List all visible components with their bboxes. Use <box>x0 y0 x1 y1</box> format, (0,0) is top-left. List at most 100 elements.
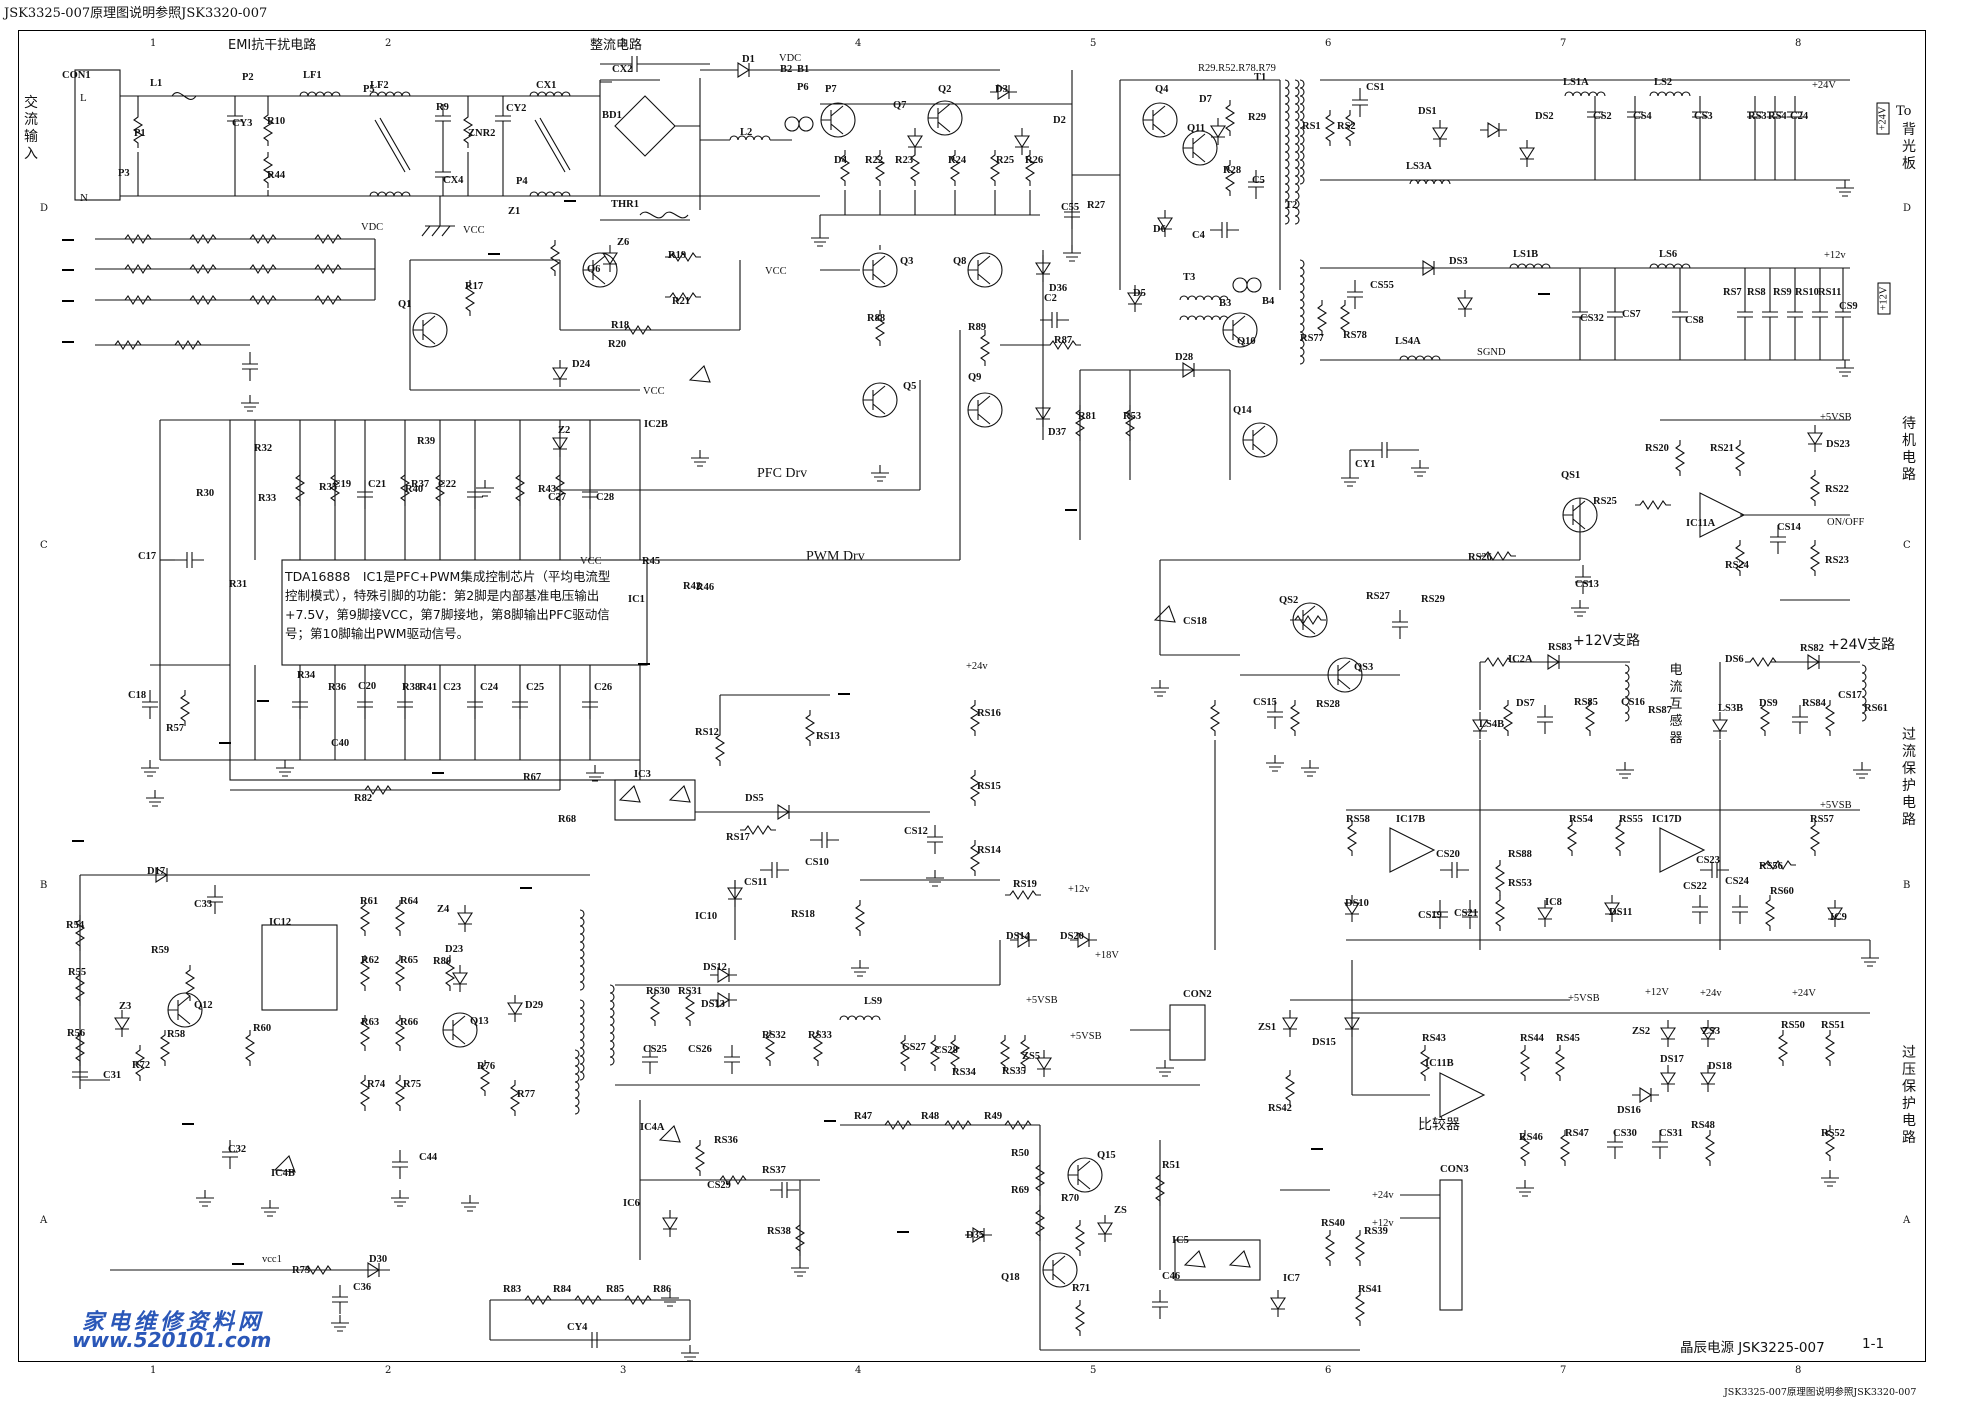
ref-q10: Q10 <box>1237 336 1256 347</box>
ref-cx4: CX4 <box>443 175 464 186</box>
net-tag-f-11 <box>432 772 444 774</box>
ds2-diode <box>1480 121 1507 139</box>
sec12-cap-4 <box>1762 300 1778 329</box>
ref-q1: Q1 <box>398 299 412 310</box>
ref-cs4: CS4 <box>1633 111 1652 122</box>
ref-r27: R27 <box>1087 200 1106 211</box>
net-current-transformer: 电流互感器 <box>1669 663 1683 746</box>
ref-ic11b: IC11B <box>1425 1058 1454 1069</box>
ground-symbol <box>1156 1060 1174 1077</box>
ref-r10: R10 <box>267 116 286 127</box>
ref-ic5: IC5 <box>1172 1235 1189 1246</box>
rs54-resistor <box>1566 820 1578 856</box>
ref-c22: C22 <box>438 479 457 490</box>
transistor-leads <box>413 315 436 345</box>
t2-aux-winding-2 <box>579 999 585 1081</box>
ref-rs13: RS13 <box>816 731 840 742</box>
ref-ls1a: LS1A <box>1563 77 1589 88</box>
cs10-capacitor <box>810 832 839 848</box>
ground-symbol <box>1341 470 1359 487</box>
ref-r88: R88 <box>867 313 886 324</box>
transistor-leads <box>863 385 886 415</box>
ds17-diode <box>1659 1065 1677 1092</box>
r73-resistor <box>300 1264 336 1276</box>
rs44-resistor <box>1519 1045 1531 1081</box>
cs26-capacitor <box>724 1045 740 1074</box>
ref-ic10: IC10 <box>695 911 718 922</box>
ic1-bot-cap-3 <box>467 690 483 719</box>
ref-cs32: CS32 <box>1580 313 1604 324</box>
ref-c33: C33 <box>194 899 213 910</box>
r57-resistor <box>179 690 191 726</box>
ic8-shunt <box>1536 900 1554 927</box>
rs57-resistor <box>1809 820 1821 856</box>
net-tag-q-17 <box>232 1263 244 1265</box>
ref-d35: D35 <box>966 1230 985 1241</box>
r88-resistor <box>874 310 886 346</box>
net-24v-rs51: +24V <box>1792 988 1817 999</box>
ref-c23: C23 <box>443 682 462 693</box>
zs2-zener <box>1659 1020 1677 1047</box>
aux-res-1-0 <box>394 900 406 936</box>
ground-symbol <box>476 480 494 497</box>
t2-secondary <box>1294 79 1300 225</box>
r54-resistor <box>74 915 86 951</box>
schematic-frame <box>18 30 1926 1362</box>
ic17b-opamp <box>1389 827 1436 873</box>
ds15-diode <box>1343 1010 1361 1037</box>
aux-res-0-3 <box>359 1075 371 1111</box>
net-12v-branch: +12V支路 <box>1573 633 1641 649</box>
r19-resistor <box>620 324 656 336</box>
ref-p3: P3 <box>118 168 130 179</box>
ground-symbol <box>146 790 164 807</box>
cy4-res-2 <box>620 1294 656 1306</box>
ac-lines <box>120 95 600 197</box>
net-vcc-f2: VCC <box>643 386 665 397</box>
ref-c24: C24 <box>1790 111 1809 122</box>
net-vcc-ic1: VCC <box>580 556 602 567</box>
net-tag-d-7 <box>1065 509 1077 511</box>
cs14-capacitor <box>1770 525 1786 554</box>
label-r29-group: R29.R52.R78.R79 <box>1198 63 1276 74</box>
cy4-res-0 <box>520 1294 556 1306</box>
ref-rs40: RS40 <box>1321 1218 1345 1229</box>
d29-diode <box>506 995 524 1022</box>
ref-r62: R62 <box>361 955 380 966</box>
ref-ls3a: LS3A <box>1406 161 1432 172</box>
ref-r84: R84 <box>553 1284 572 1295</box>
ref-cs7: CS7 <box>1622 309 1641 320</box>
t2-secondary-5v <box>609 984 615 1066</box>
ref-b3: B3 <box>1219 298 1232 309</box>
cs55-capacitor <box>1347 280 1363 309</box>
cy2-capacitor <box>435 160 451 189</box>
r49-resistor <box>1000 1119 1036 1131</box>
net-sgnd: SGND <box>1477 347 1506 358</box>
sec24-cap-1 <box>1627 100 1643 129</box>
ground-symbol <box>391 1190 409 1207</box>
ref-cs9: CS9 <box>1839 301 1858 312</box>
ref-rs41: RS41 <box>1358 1284 1382 1295</box>
ref-rs82: RS82 <box>1800 643 1824 654</box>
r80-resistor <box>444 955 456 991</box>
ref-z6: Z6 <box>617 237 630 248</box>
grid-col-6-top: 6 <box>1325 38 1332 49</box>
c18-capacitor <box>142 690 158 719</box>
ref-cs30: CS30 <box>1613 1128 1637 1139</box>
ref-q2: Q2 <box>938 84 952 95</box>
ref-r9: R9 <box>436 102 449 113</box>
ref-r55: R55 <box>68 967 87 978</box>
grid-col-6-bottom: 6 <box>1325 1365 1332 1376</box>
rect-resistor-2 <box>909 150 921 186</box>
bd1-bridge <box>614 95 676 157</box>
ref-c40: C40 <box>331 738 350 749</box>
sec12-cap-5 <box>1787 300 1803 329</box>
net-tag-f-0 <box>62 239 74 241</box>
ref-cs2: CS2 <box>1593 111 1612 122</box>
net-tag-m4-9 <box>182 1123 194 1125</box>
ref-q9: Q9 <box>968 372 982 383</box>
ref-cs8: CS8 <box>1685 315 1704 326</box>
header-rectifier: 整流电路 <box>590 38 643 53</box>
ref-p2: P2 <box>242 72 254 83</box>
r9-resistor <box>262 110 274 146</box>
ref-rs88: RS88 <box>1508 849 1532 860</box>
